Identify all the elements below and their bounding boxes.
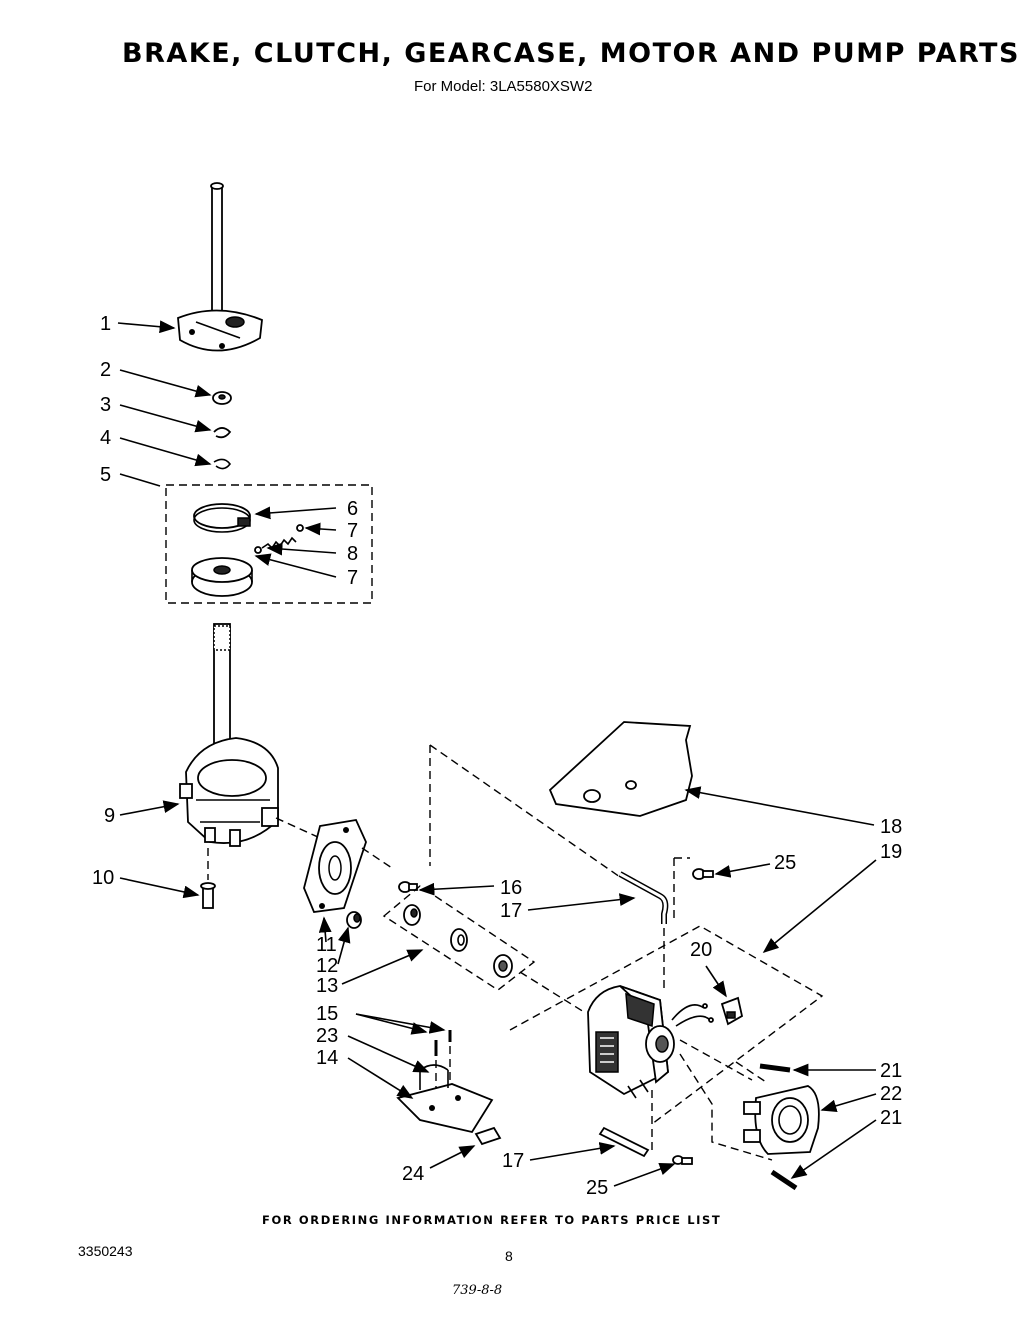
motor-part <box>587 985 714 1099</box>
pump-part <box>743 1085 820 1155</box>
callout-5: 5 <box>100 464 111 486</box>
screw-part-25-lower <box>651 1090 693 1165</box>
clutch-drum-part <box>191 557 253 597</box>
callout-21a: 21 <box>880 1060 902 1082</box>
coupling-group-box <box>382 885 536 991</box>
document-number: 3350243 <box>78 1243 133 1259</box>
callout-7a: 7 <box>347 520 358 542</box>
callout-25a: 25 <box>774 852 796 874</box>
callout-24: 24 <box>402 1163 424 1185</box>
callout-8: 8 <box>347 543 358 565</box>
callout-12: 12 <box>316 955 338 977</box>
pump-clip-part <box>759 1063 798 1191</box>
callout-numbers: 1 2 3 4 5 6 7 8 7 9 10 11 12 13 15 23 14… <box>92 313 902 1199</box>
gearcase-part <box>179 623 279 847</box>
page-number: 8 <box>505 1248 513 1264</box>
callout-17a: 17 <box>500 900 522 922</box>
callout-13: 13 <box>316 975 338 997</box>
hose-part <box>618 871 669 924</box>
callout-14: 14 <box>316 1047 338 1069</box>
ordering-info-note: FOR ORDERING INFORMATION REFER TO PARTS … <box>262 1213 722 1227</box>
brake-assembly-part <box>177 182 263 352</box>
motor-mount-plate-part <box>303 818 367 913</box>
insulator-pad-part <box>548 721 693 817</box>
pump-alignment-line <box>679 1039 773 1161</box>
brake-kit-group-box <box>165 484 373 604</box>
brake-band-part <box>193 503 251 533</box>
hose-routing-line <box>429 744 621 878</box>
callout-7b: 7 <box>347 567 358 589</box>
callout-15: 15 <box>316 1003 338 1025</box>
model-subtitle: For Model: 3LA5580XSW2 <box>414 78 593 95</box>
rubber-block-part <box>474 1126 502 1146</box>
drive-axis-line <box>361 847 585 1013</box>
callout-3: 3 <box>100 394 111 416</box>
motor-switch-part <box>720 996 744 1026</box>
drain-hose-part <box>598 1126 650 1158</box>
callout-11: 11 <box>316 934 337 956</box>
callout-17b: 17 <box>502 1150 524 1172</box>
mounting-bracket-part <box>396 1064 494 1134</box>
callout-19: 19 <box>880 841 902 863</box>
leader-lines <box>117 320 877 1187</box>
handwritten-note: 739-8-8 <box>452 1283 503 1298</box>
callout-16: 16 <box>500 877 522 899</box>
gearcase-alignment-line <box>275 817 321 839</box>
callout-18: 18 <box>880 816 902 838</box>
motor-group-box <box>509 925 824 1125</box>
clip-part <box>213 427 232 439</box>
callout-20: 20 <box>690 939 712 961</box>
callout-2: 2 <box>100 359 111 381</box>
retaining-ring-part <box>213 458 232 470</box>
callout-4: 4 <box>100 427 111 449</box>
callout-22: 22 <box>880 1083 902 1105</box>
callout-6: 6 <box>347 498 358 520</box>
screw-part-25 <box>673 857 714 918</box>
coupling-part <box>403 904 513 978</box>
callout-21b: 21 <box>880 1107 902 1129</box>
callout-25b: 25 <box>586 1177 608 1199</box>
page-title: BRAKE, CLUTCH, GEARCASE, MOTOR AND PUMP … <box>122 38 1020 69</box>
callout-10: 10 <box>92 867 114 889</box>
washer-part <box>212 391 232 405</box>
callout-1: 1 <box>100 313 111 335</box>
screw-part-16 <box>398 881 418 893</box>
callout-9: 9 <box>104 805 115 827</box>
screw-part <box>200 882 216 909</box>
bushing-part <box>346 911 362 929</box>
callout-23: 23 <box>316 1025 338 1047</box>
